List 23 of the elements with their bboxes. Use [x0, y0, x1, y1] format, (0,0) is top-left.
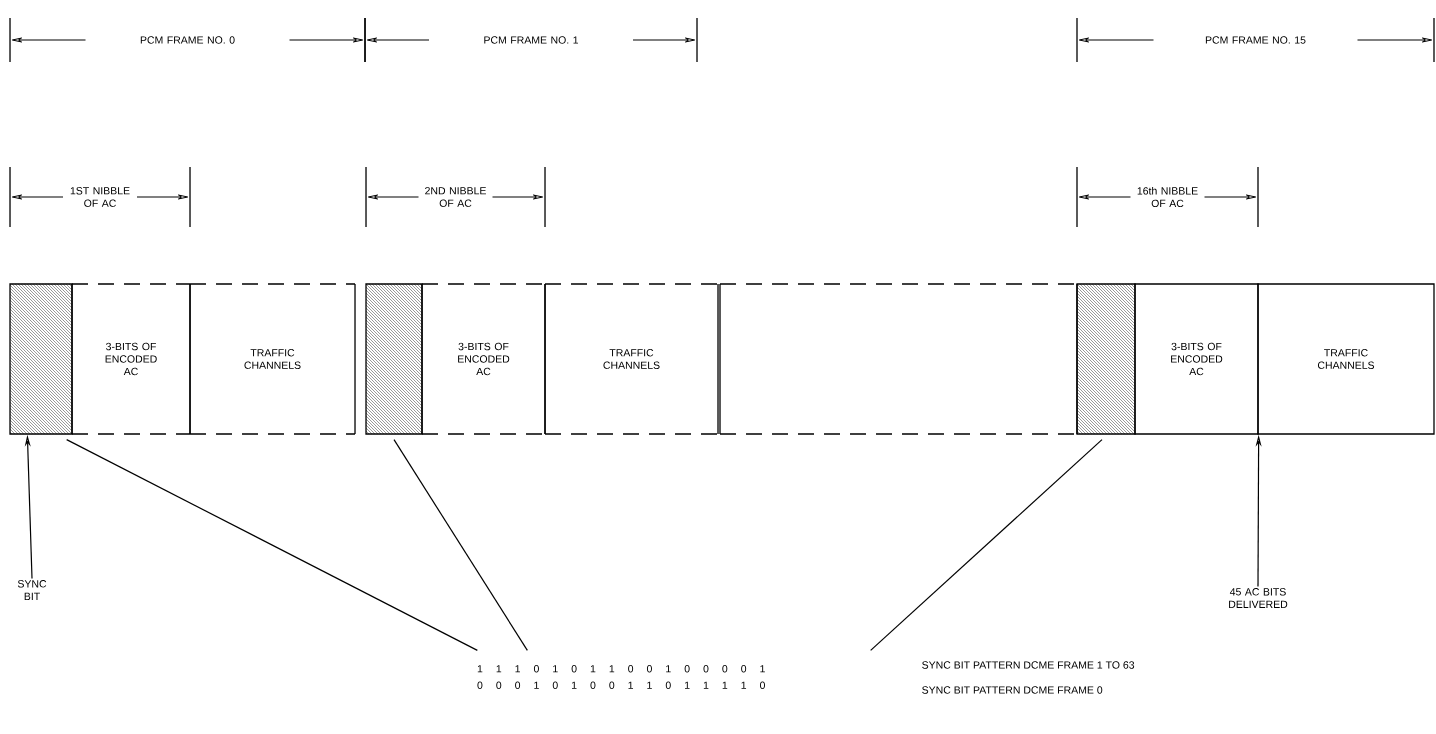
- connector-line: [393, 439, 528, 651]
- dashed-frame-box: 3-BITS OF ENCODED AC: [421, 283, 546, 435]
- bit-pattern: 1 1 1 0 1 0 1 1 0 0 1 0 0 0 0 1 0 0 0 1 0 1 0 0 1 1 0 1 1 1 1 0: [477, 665, 765, 689]
- hatched-sync-box: [9, 283, 73, 435]
- hatched-sync-box: [365, 283, 423, 435]
- pattern-note: SYNC BIT PATTERN DCME FRAME 1 TO 63: [922, 661, 1135, 669]
- dimension-label: 2ND NIBBLE OF AC: [418, 185, 493, 209]
- sync-bit-label: SYNC BIT: [17, 580, 47, 600]
- caption-text: 45 AC BITS DELIVERED: [1229, 588, 1288, 608]
- connector-line: [66, 439, 478, 651]
- frame-box: TRAFFIC CHANNELS: [1257, 283, 1435, 435]
- dashed-frame-box: TRAFFIC CHANNELS: [189, 283, 356, 435]
- dashed-frame-box: TRAFFIC CHANNELS: [544, 283, 719, 435]
- pattern-note: SYNC BIT PATTERN DCME FRAME 0: [922, 686, 1103, 694]
- dashed-frame-box: 3-BITS OF ENCODED AC: [71, 283, 191, 435]
- dimension-label: PCM FRAME NO. 0: [85, 34, 290, 46]
- frame-box: 3-BITS OF ENCODED AC: [1134, 283, 1259, 435]
- dimension-label: PCM FRAME NO. 15: [1153, 34, 1358, 46]
- dimension-label: 1ST NIBBLE OF AC: [63, 185, 137, 209]
- dimension-label: 16th NIBBLE OF AC: [1130, 184, 1205, 210]
- dimension-label: PCM FRAME NO. 1: [429, 34, 633, 46]
- connector-line: [870, 439, 1103, 651]
- hatched-sync-box: [1076, 283, 1136, 435]
